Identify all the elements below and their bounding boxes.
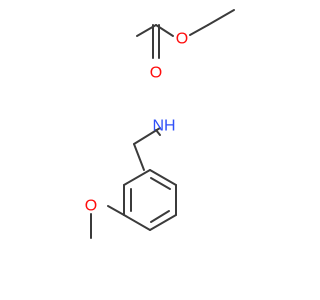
ring-bond-top-ur	[149, 169, 177, 186]
bond-ethyl-ch2-o	[189, 24, 209, 36]
bond-ch2-ring	[133, 143, 145, 171]
atom-label-ester-oxygen: O	[176, 31, 188, 48]
molecule-canvas: O O NH O	[85, 9, 235, 239]
bond-ethyl-ch3-ch2	[207, 9, 235, 26]
ring-bond-lr-bottom	[149, 214, 177, 231]
bond-ring-o-methoxy	[107, 205, 125, 216]
atom-label-carbonyl-oxygen: O	[150, 65, 162, 82]
atom-label-methoxy-oxygen: O	[85, 198, 97, 215]
ring-double-inner-lower	[150, 210, 170, 223]
ring-bond-ul-top	[123, 169, 151, 186]
ring-double-inner-top	[150, 177, 171, 190]
bond-nh-ch2	[133, 127, 161, 145]
atom-label-amine-nitrogen: NH	[152, 118, 175, 135]
ring-bond-bottom-ll	[123, 214, 151, 231]
bond-carbonyl-c-n	[136, 24, 157, 37]
